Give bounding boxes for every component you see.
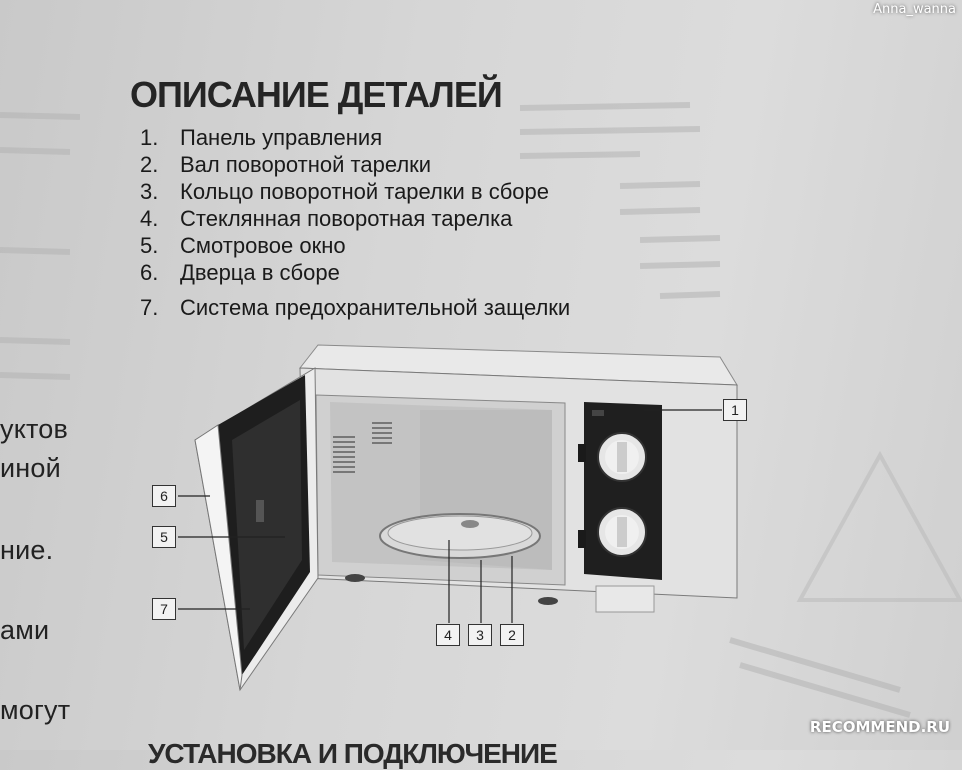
list-label: Система предохранительной защелки [180,295,571,320]
list-number: 4. [140,206,159,231]
left-page-fragment: могут [0,695,71,725]
left-page-fragment: ами [0,615,50,645]
list-number: 7. [140,295,159,320]
microwave-illustration [178,344,738,692]
site-watermark: RECOMMEND.RU [809,718,950,736]
list-number: 6. [140,260,159,285]
callout-label: 6 [152,485,176,507]
callout-label: 7 [152,598,176,620]
list-label: Панель управления [180,125,383,150]
list-item: 7. Система предохранительной защелки [140,294,570,321]
list-label: Стеклянная поворотная тарелка [180,206,513,231]
callout-label: 2 [500,624,524,646]
list-number: 5. [140,233,159,258]
callout-label: 1 [723,399,747,421]
list-item: 4. Стеклянная поворотная тарелка [140,205,570,232]
list-item: 6. Дверца в сборе [140,259,570,286]
list-number: 2. [140,152,159,177]
callout-label: 3 [468,624,492,646]
cropped-heading: УСТАНОВКА И ПОДКЛЮЧЕНИЕ [148,738,558,769]
list-label: Вал поворотной тарелки [180,152,432,177]
list-item: 1. Панель управления [140,124,570,151]
list-item: 2. Вал поворотной тарелки [140,151,570,178]
bleed-through-lines [0,102,962,718]
list-label: Дверца в сборе [180,260,340,285]
list-item: 5. Смотровое окно [140,232,570,259]
list-number: 1. [140,125,159,150]
list-item: 3. Кольцо поворотной тарелки в сборе [140,178,570,205]
left-page-fragment: уктов [0,414,69,444]
left-page-fragment: иной [0,453,61,483]
list-label: Смотровое окно [180,233,346,258]
list-number: 3. [140,179,159,204]
author-watermark: Anna_wanna [873,2,956,17]
callout-label: 4 [436,624,460,646]
callout-label: 5 [152,526,176,548]
left-page-fragment: ние. [0,535,54,565]
parts-list: 1. Панель управления 2. Вал поворотной тар… [140,124,570,321]
list-label: Кольцо поворотной тарелки в сборе [180,179,550,204]
page-title: ОПИСАНИЕ ДЕТАЛЕЙ [130,74,503,115]
